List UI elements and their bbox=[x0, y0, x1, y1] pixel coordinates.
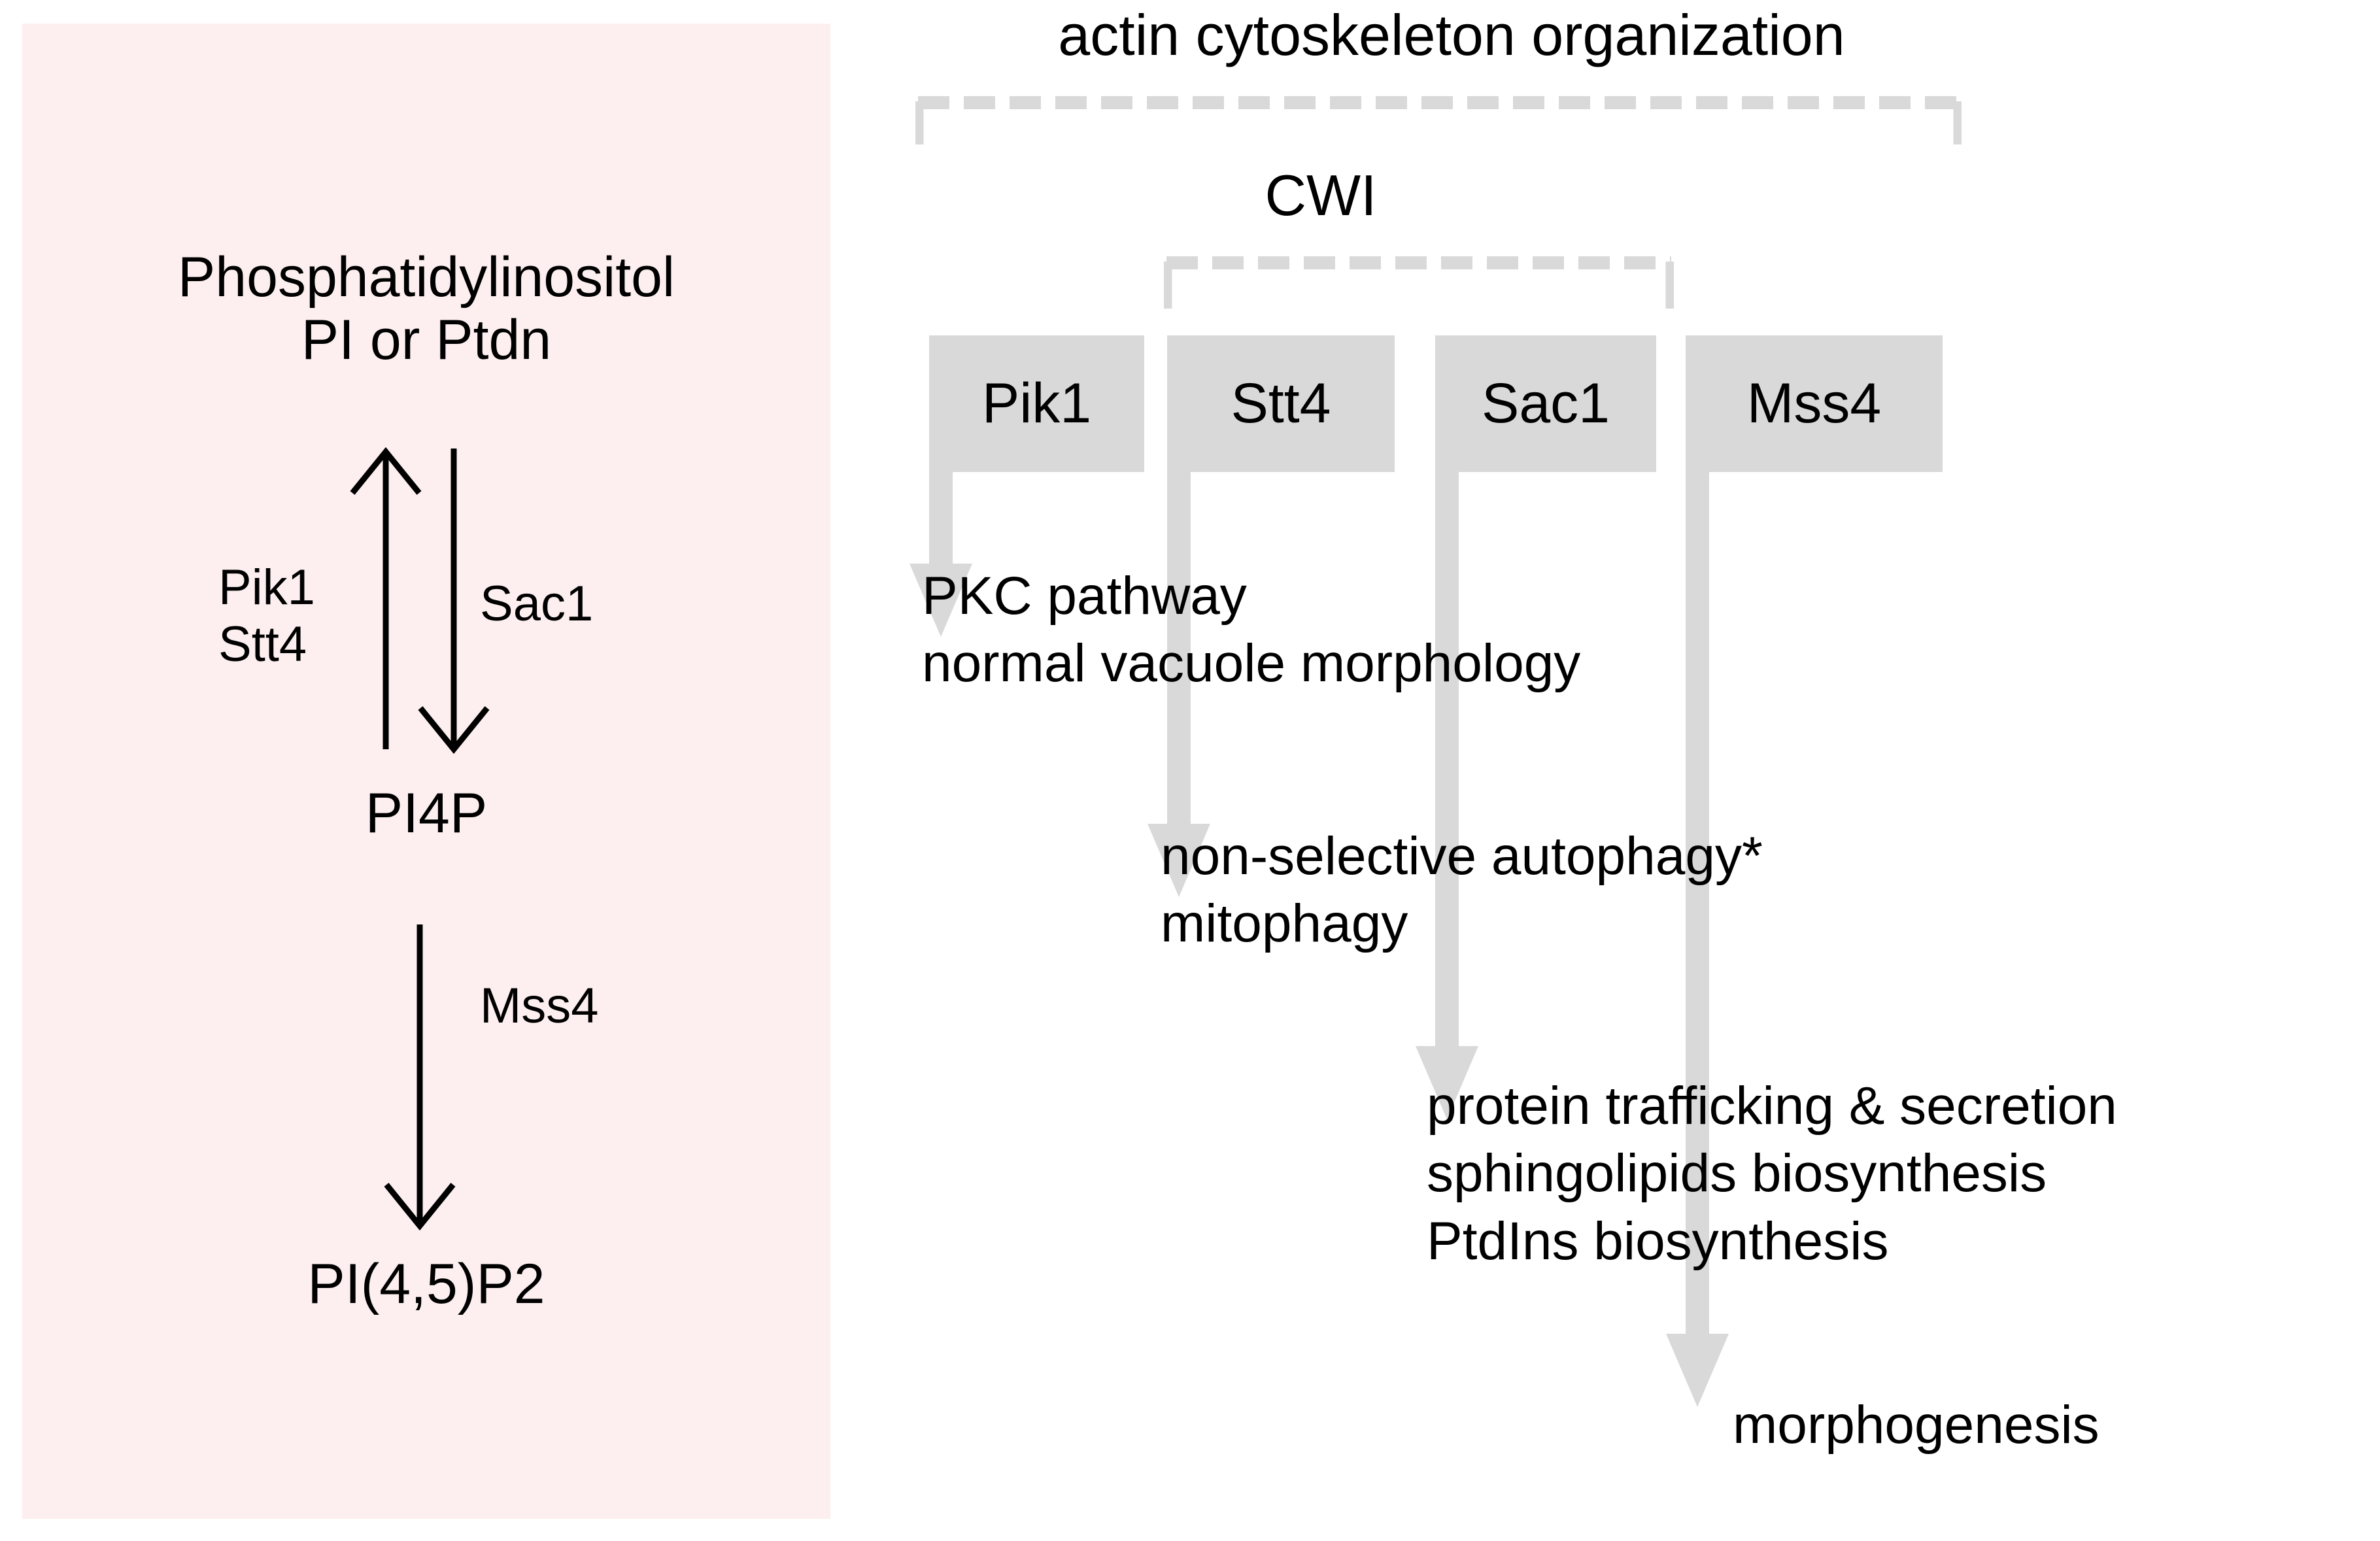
outcome-text-sac1: protein trafficking & secretion sphingol… bbox=[1427, 1076, 2117, 1271]
gene-label-pik1: Pik1 bbox=[981, 372, 1092, 435]
arrow-down-sac1 bbox=[418, 449, 490, 754]
outcome-text-mss4: morphogenesis bbox=[1733, 1395, 2100, 1455]
substrate-line-1: Phosphatidylinositol bbox=[177, 246, 675, 309]
group-label-cwi: CWI bbox=[1265, 163, 1377, 228]
function-panel: actin cytoskeleton organization CWI bbox=[830, 0, 2380, 1541]
actin-bracket-icon bbox=[915, 96, 1962, 144]
gene-label-sac1: Sac1 bbox=[1481, 372, 1610, 435]
arrow-shaft bbox=[1435, 392, 1459, 1046]
cwi-bracket-icon bbox=[1164, 256, 1674, 309]
outcome-text-stt4: non-selective autophagy* mitophagy bbox=[1161, 826, 1763, 954]
gene-box-stt4[interactable]: Stt4 bbox=[1167, 335, 1395, 472]
enzyme-label-sac1: Sac1 bbox=[480, 576, 594, 632]
arrow-head-icon bbox=[1666, 1334, 1729, 1407]
gene-label-mss4: Mss4 bbox=[1746, 372, 1882, 435]
group-label-actin-cytoskeleton: actin cytoskeleton organization bbox=[1058, 3, 1845, 67]
outcome-text-pik1: PKC pathway normal vacuole morphology bbox=[922, 566, 1581, 694]
gene-box-pik1[interactable]: Pik1 bbox=[929, 335, 1144, 472]
gene-box-sac1[interactable]: Sac1 bbox=[1435, 335, 1656, 472]
enzyme-label-mss4: Mss4 bbox=[480, 978, 599, 1034]
substrate-pip2: PI(4,5)P2 bbox=[307, 1253, 545, 1315]
gene-label-stt4: Stt4 bbox=[1231, 372, 1331, 435]
arrow-head-icon bbox=[1148, 824, 1210, 897]
arrow-head-icon bbox=[910, 564, 972, 637]
enzyme-pik1: Pik1 bbox=[218, 560, 315, 615]
arrow-up-pik1-stt4 bbox=[350, 447, 422, 749]
substrate-line-2: PI or Ptdn bbox=[301, 309, 552, 372]
arrow-head-icon bbox=[1416, 1046, 1478, 1119]
substrate-pi4p: PI4P bbox=[365, 782, 488, 845]
gene-box-mss4[interactable]: Mss4 bbox=[1686, 335, 1943, 472]
enzyme-stt4: Stt4 bbox=[218, 616, 307, 672]
arrow-shaft bbox=[1686, 392, 1709, 1334]
arrow-down-mss4 bbox=[384, 924, 456, 1231]
